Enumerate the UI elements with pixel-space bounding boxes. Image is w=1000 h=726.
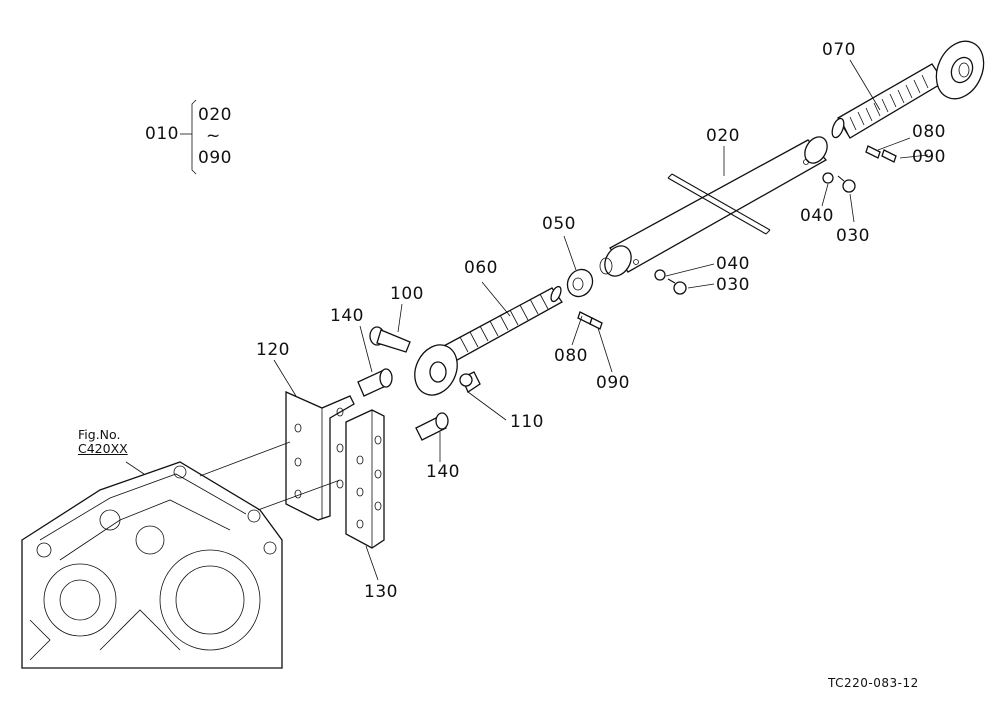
group-legend-assembly: 010 xyxy=(145,124,179,144)
callout-100[interactable]: 100 xyxy=(390,284,424,304)
part-090-b-cap xyxy=(589,317,603,330)
leader-lines xyxy=(125,59,929,581)
part-040-a-washer xyxy=(822,172,834,184)
callout-080-b[interactable]: 080 xyxy=(554,346,588,366)
drawing-number: TC220-083-12 xyxy=(828,676,919,690)
part-130-bracket xyxy=(345,409,385,549)
part-030-a-bolt xyxy=(837,175,856,193)
part-140-a-bolt xyxy=(357,368,393,397)
group-legend-start: 020 xyxy=(198,105,232,125)
callout-070[interactable]: 070 xyxy=(822,40,856,60)
callout-060[interactable]: 060 xyxy=(464,258,498,278)
transmission-housing xyxy=(21,461,283,669)
callout-140-b[interactable]: 140 xyxy=(426,462,460,482)
part-090-a-cap xyxy=(881,149,897,163)
part-080-a-grease-nipple xyxy=(865,145,881,159)
figure-reference-code[interactable]: C420XX xyxy=(78,441,128,456)
group-legend-bracket xyxy=(180,99,197,175)
part-100-pin xyxy=(369,326,411,353)
callout-110[interactable]: 110 xyxy=(510,412,544,432)
callout-030-a[interactable]: 030 xyxy=(836,226,870,246)
part-110-lynch-pin xyxy=(459,371,481,393)
group-legend-symbol: ~ xyxy=(206,126,221,146)
figure-reference[interactable]: Fig.No. C420XX xyxy=(78,428,128,456)
part-020-tube xyxy=(599,136,828,277)
callout-140-a[interactable]: 140 xyxy=(330,306,364,326)
callout-090-a[interactable]: 090 xyxy=(912,147,946,167)
callout-080-a[interactable]: 080 xyxy=(912,122,946,142)
callout-020[interactable]: 020 xyxy=(706,126,740,146)
callout-040-a[interactable]: 040 xyxy=(800,206,834,226)
callout-130[interactable]: 130 xyxy=(364,582,398,602)
callout-090-b[interactable]: 090 xyxy=(596,373,630,393)
callout-120[interactable]: 120 xyxy=(256,340,290,360)
part-070-rod-end xyxy=(831,40,985,139)
callout-040-b[interactable]: 040 xyxy=(716,254,750,274)
part-140-b-bolt xyxy=(415,412,449,441)
part-050-nut xyxy=(566,268,594,298)
part-040-b-washer xyxy=(654,269,666,281)
figure-reference-label: Fig.No. xyxy=(78,427,121,442)
callout-030-b[interactable]: 030 xyxy=(716,275,750,295)
part-030-b-bolt xyxy=(667,278,687,295)
callout-050[interactable]: 050 xyxy=(542,214,576,234)
part-060-threaded-rod xyxy=(414,285,563,396)
group-legend-end: 090 xyxy=(198,148,232,168)
part-120-bracket xyxy=(285,390,355,521)
